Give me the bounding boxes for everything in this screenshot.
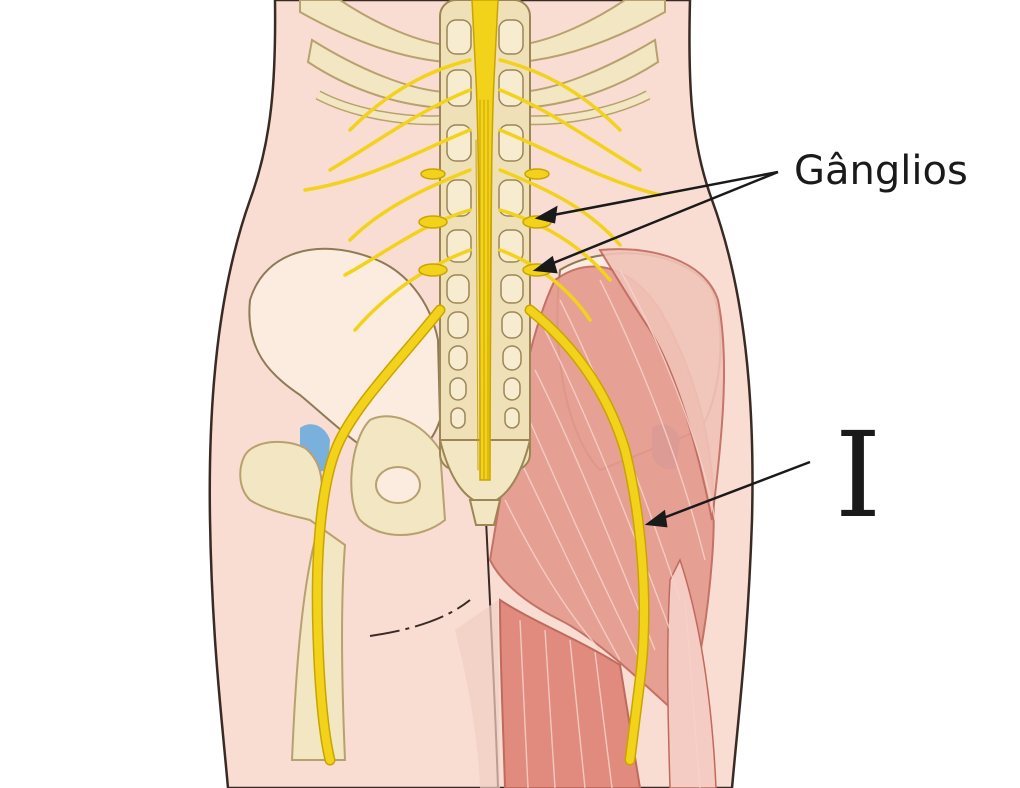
nervous-system [303, 0, 662, 766]
iliotibial-band [666, 558, 717, 788]
left-sciatic-nerve-core [313, 306, 444, 764]
left-buttock-fold [369, 599, 471, 637]
ganglia-arrow-upper [547, 170, 779, 218]
ganglia-arrow-lower-head [532, 255, 558, 274]
right-sciatic-nerve-core [526, 306, 648, 764]
rib-cage [299, 0, 666, 126]
spinal-nerve-branches [303, 58, 662, 332]
ganglia-arrow-upper-head [534, 205, 558, 224]
vertebral-bodies [446, 19, 524, 429]
sciatic-arrow [657, 460, 811, 522]
sciatic-nerve-roman-numeral: I [835, 406, 882, 544]
left-thigh-shade [455, 600, 500, 788]
left-obturator-foramen [375, 466, 421, 504]
ganglia-arrow-lower [545, 170, 779, 268]
sciatic-arrow-head [644, 509, 668, 528]
cauda-equina [475, 99, 493, 481]
right-pelvis-and-gluteus [488, 248, 725, 788]
coccyx [468, 499, 502, 526]
hamstring-muscles [498, 598, 642, 788]
spinal-cord [471, 0, 499, 481]
ganglia-label: Gânglios [794, 148, 968, 194]
callout-arrows [532, 170, 811, 528]
